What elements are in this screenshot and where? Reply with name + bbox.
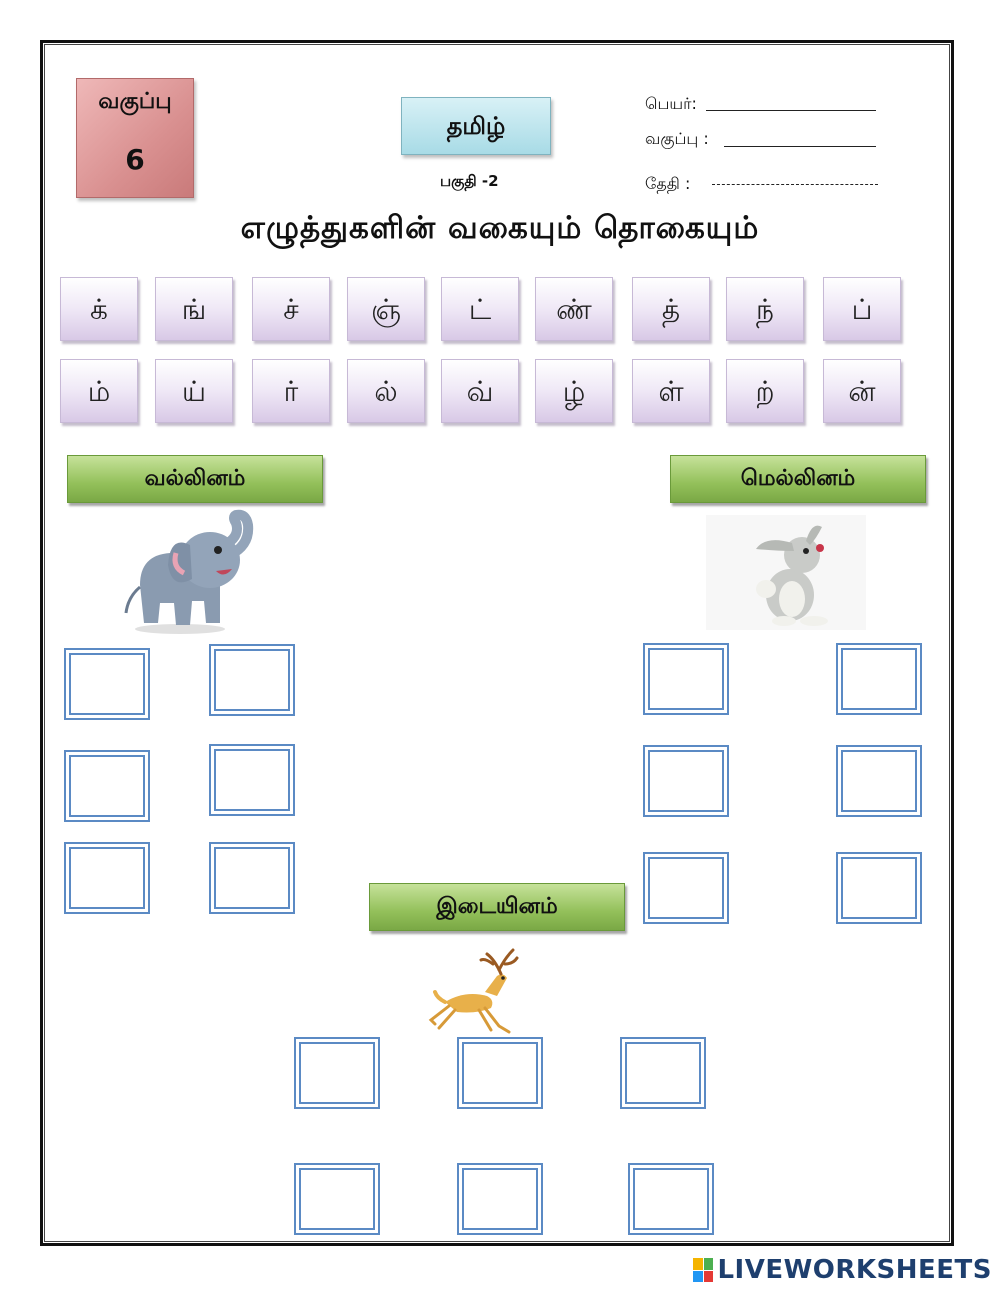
- letter-tile[interactable]: ள்: [632, 359, 710, 423]
- letter-tile[interactable]: ன்: [823, 359, 901, 423]
- subject-badge: தமிழ்: [401, 97, 551, 155]
- part-label: பகுதி -2: [440, 172, 499, 190]
- letter-tile[interactable]: ச்: [252, 277, 330, 341]
- grade-number: 6: [125, 143, 145, 176]
- vallinam-answer-box[interactable]: [64, 648, 150, 720]
- letter-tile[interactable]: க்: [60, 277, 138, 341]
- grade-badge: வகுப்பு 6: [76, 78, 194, 198]
- class-label: வகுப்பு :: [645, 129, 709, 148]
- letter-tile[interactable]: ற்: [726, 359, 804, 423]
- idaiyinam-answer-box[interactable]: [620, 1037, 706, 1109]
- letter-tile[interactable]: ல்: [347, 359, 425, 423]
- letter-tile[interactable]: வ்: [441, 359, 519, 423]
- name-field[interactable]: [706, 110, 876, 111]
- letter-tile[interactable]: ம்: [60, 359, 138, 423]
- deer-icon: [428, 948, 519, 1034]
- letter-tile[interactable]: ந்: [726, 277, 804, 341]
- vallinam-answer-box[interactable]: [209, 842, 295, 914]
- rabbit-icon: [706, 515, 866, 630]
- letter-tile[interactable]: ண்: [535, 277, 613, 341]
- idaiyinam-answer-box[interactable]: [294, 1037, 380, 1109]
- name-label: பெயர்:: [645, 94, 697, 113]
- date-field[interactable]: [712, 184, 878, 185]
- idaiyinam-answer-box[interactable]: [628, 1163, 714, 1235]
- vallinam-answer-box[interactable]: [209, 744, 295, 816]
- vallinam-banner: வல்லினம்: [67, 455, 323, 503]
- idaiyinam-answer-box[interactable]: [457, 1037, 543, 1109]
- mellinam-banner: மெல்லினம்: [670, 455, 926, 503]
- grade-label: வகுப்பு: [98, 89, 172, 114]
- letter-tile[interactable]: ய்: [155, 359, 233, 423]
- letter-tile[interactable]: ர்: [252, 359, 330, 423]
- letter-tile[interactable]: ஞ்: [347, 277, 425, 341]
- letter-tile[interactable]: த்: [632, 277, 710, 341]
- letter-tile[interactable]: ங்: [155, 277, 233, 341]
- idaiyinam-banner: இடையினம்: [369, 883, 625, 931]
- idaiyinam-answer-box[interactable]: [294, 1163, 380, 1235]
- vallinam-answer-box[interactable]: [209, 644, 295, 716]
- letter-tile[interactable]: ட்: [441, 277, 519, 341]
- vallinam-answer-box[interactable]: [64, 750, 150, 822]
- class-field[interactable]: [724, 146, 876, 147]
- letter-tile[interactable]: ப்: [823, 277, 901, 341]
- worksheet-title: எழுத்துகளின் வகையும் தொகையும்: [240, 210, 760, 246]
- letter-tile[interactable]: ழ்: [535, 359, 613, 423]
- idaiyinam-answer-box[interactable]: [457, 1163, 543, 1235]
- mellinam-answer-box[interactable]: [836, 852, 922, 924]
- date-label: தேதி :: [645, 174, 691, 193]
- vallinam-answer-box[interactable]: [64, 842, 150, 914]
- worksheet-border: [40, 40, 954, 1246]
- mellinam-answer-box[interactable]: [643, 745, 729, 817]
- worksheet-inner-border: [44, 44, 950, 1242]
- liveworksheets-watermark: LIVEWORKSHEETS: [693, 1254, 992, 1286]
- mellinam-answer-box[interactable]: [643, 643, 729, 715]
- liveworksheets-logo-icon: [693, 1258, 714, 1282]
- mellinam-answer-box[interactable]: [836, 745, 922, 817]
- elephant-icon: [124, 509, 254, 634]
- mellinam-answer-box[interactable]: [643, 852, 729, 924]
- mellinam-answer-box[interactable]: [836, 643, 922, 715]
- watermark-text: LIVEWORKSHEETS: [717, 1255, 992, 1285]
